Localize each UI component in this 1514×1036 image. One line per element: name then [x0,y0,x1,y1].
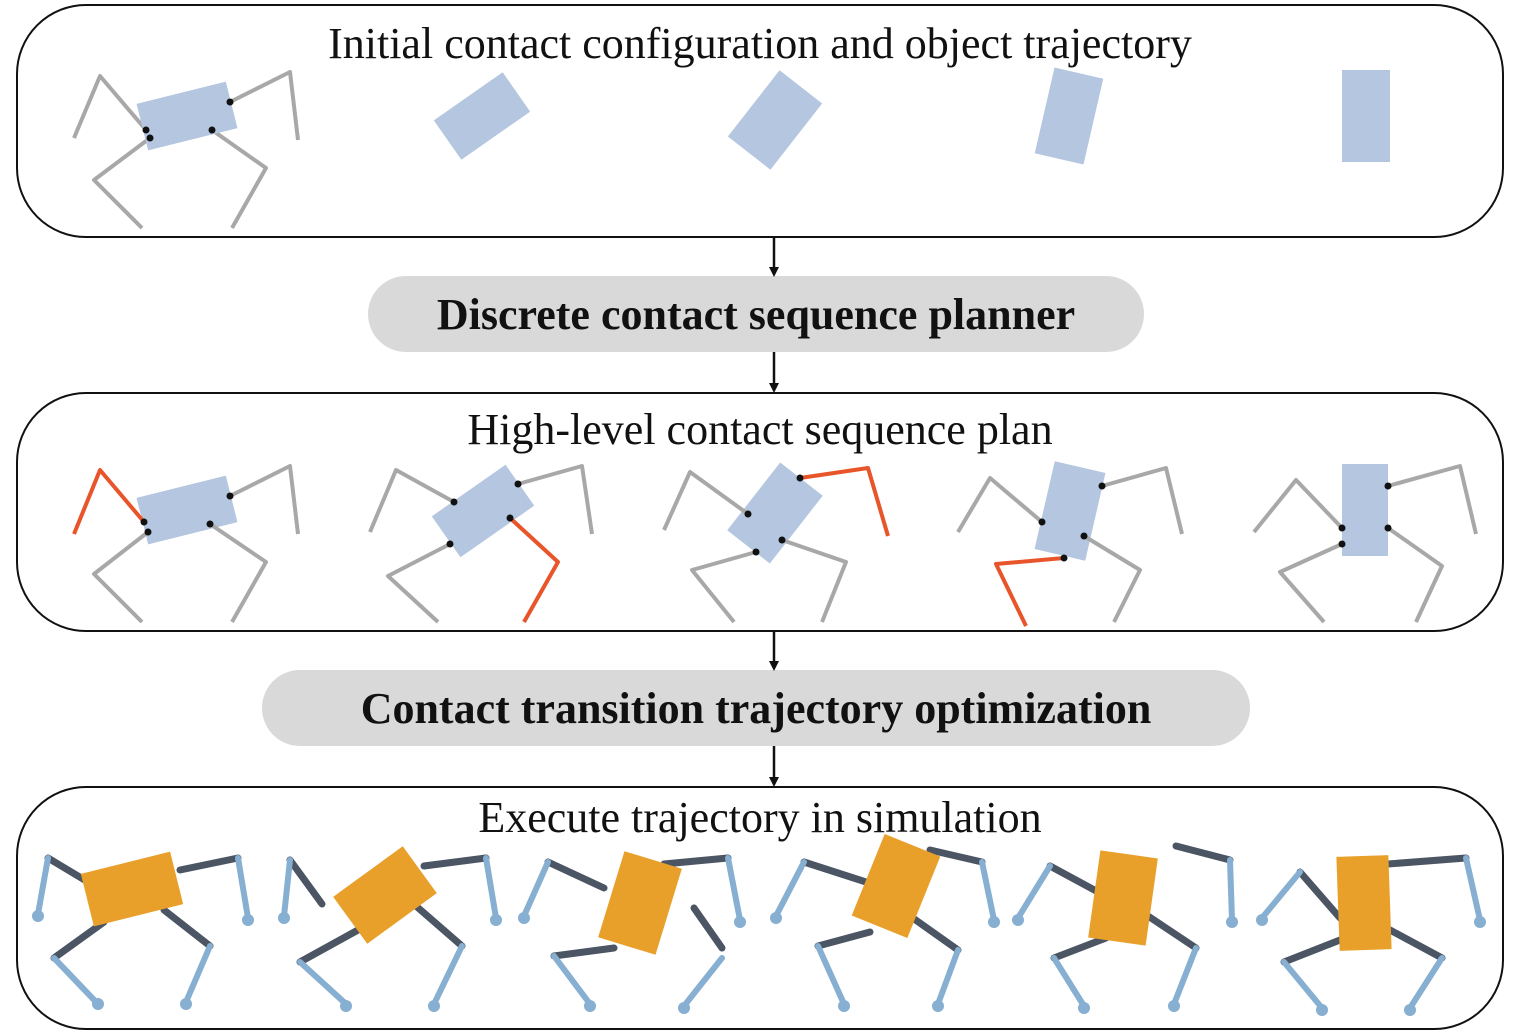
contact-point [1060,554,1068,562]
plan-leg [368,468,455,533]
contact-point [514,480,522,488]
plan-frame-1 [72,464,300,624]
initial-panel: Initial contact configuration and object… [16,4,1504,238]
initial-panel-title: Initial contact configuration and object… [328,19,1192,68]
sim-frame-4 [770,833,1000,1012]
contact-point [1098,482,1106,490]
plan-leg [1278,542,1343,624]
contact-point [1384,524,1392,532]
contact-point [1038,518,1046,526]
contact-point [744,510,752,518]
plan-leg [799,466,890,537]
contact-point [146,134,154,142]
plan-leg [781,538,848,623]
contact-point [752,548,760,556]
contact-point [1080,532,1088,540]
plan-object [727,462,823,564]
contact-point [796,474,804,482]
plan-leg [229,464,300,535]
sim-frame-6 [1256,854,1486,1016]
contact-point [446,540,454,548]
sim-object [851,833,941,939]
plan-frame-5 [1252,464,1478,624]
plan-leg [662,470,750,531]
plan-leg [1252,478,1344,534]
execute-panel: Execute trajectory in simulation [16,786,1504,1030]
contact-point [140,518,148,526]
object-pose-2 [433,72,531,160]
execute-panel-title: Execute trajectory in simulation [478,793,1042,842]
contact-point [778,536,786,544]
contact-point [144,528,152,536]
plan-frame-4 [956,461,1184,627]
plan-leg [386,542,451,624]
plan-leg [956,476,1044,534]
plan-leg [508,516,560,623]
contact-point [450,498,458,506]
sim-object [1088,850,1158,946]
leg-top-left [72,74,148,139]
plan-object [1342,464,1388,556]
plan-leg [690,550,757,624]
plan-leg [92,530,150,624]
plan-leg [208,522,268,623]
plan-leg [1386,526,1444,623]
sim-frame-1 [32,851,254,1010]
optimization-stage: Contact transition trajectory optimizati… [262,670,1250,746]
object-pose-3 [727,70,823,170]
contact-point [142,126,150,134]
initial-config [72,70,300,230]
plan-leg [517,464,594,535]
plan-frame-3 [662,462,890,624]
plan-panel-title: High-level contact sequence plan [467,405,1053,454]
plan-leg [1387,464,1478,535]
plan-frame-2 [368,464,594,624]
contact-point [506,514,514,522]
contact-point [206,520,214,528]
sim-object [598,851,682,955]
contact-point [226,492,234,500]
sim-object [333,846,437,944]
sim-object [80,851,184,927]
object-pose-4 [1034,67,1104,165]
contact-point [1338,524,1346,532]
object-pose-5 [1342,70,1390,162]
initial-contacts [142,98,234,142]
sim-frame-3 [518,851,746,1014]
plan-object [431,464,535,558]
leg-bottom-left [92,136,152,230]
planner-stage: Discrete contact sequence planner [368,276,1144,352]
sim-frame-2 [278,846,502,1012]
contact-point [226,98,234,106]
plan-leg [994,556,1065,627]
contact-point [208,126,216,134]
sim-frame-5 [1012,842,1238,1014]
leg-top-right [229,70,300,141]
plan-object [1034,461,1106,561]
leg-bottom-right [210,128,268,229]
object-trajectory [136,67,1390,170]
sim-object [1336,855,1392,951]
plan-leg [72,468,146,535]
contact-point [1384,482,1392,490]
plan-leg [1101,466,1184,535]
plan-leg [1082,534,1142,623]
contact-point [1338,540,1346,548]
